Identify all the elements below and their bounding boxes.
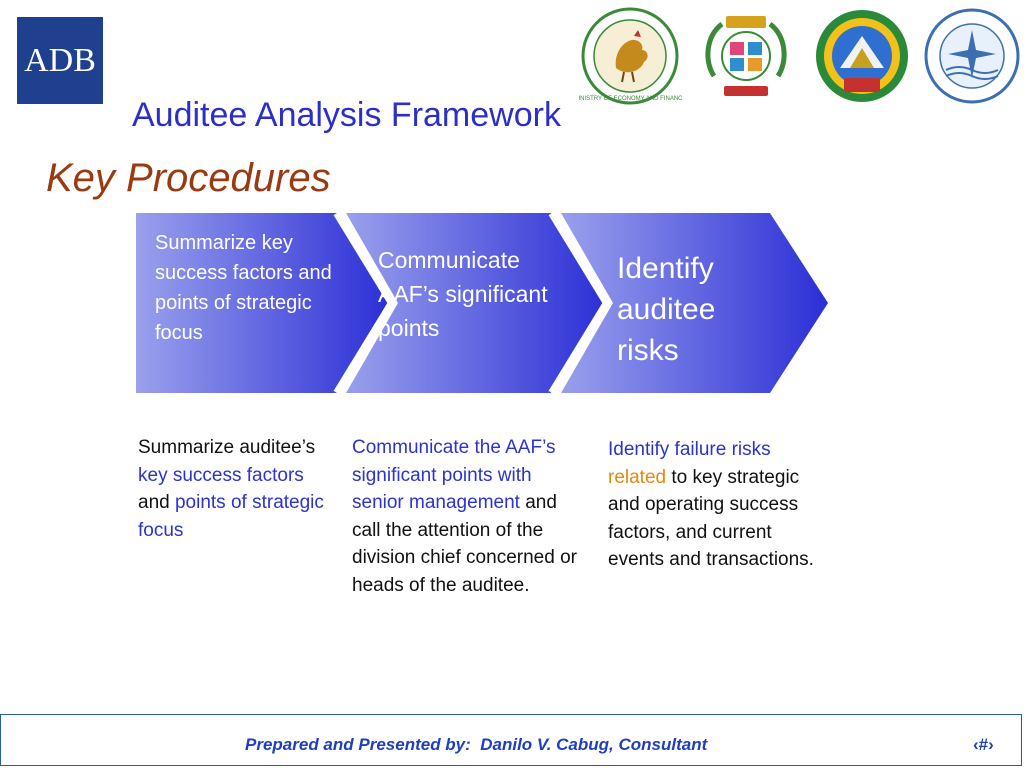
- step-1-shape: [136, 213, 391, 393]
- step-2-shape: [346, 213, 606, 393]
- step-divider-2: [548, 210, 612, 396]
- page-number: ‹#›: [973, 735, 994, 754]
- desc-1-text-b: and: [138, 492, 175, 513]
- step-1-label: Summarize key success factors and points…: [155, 232, 332, 344]
- national-emblem-seal: [816, 10, 908, 102]
- desc-1-text-a: Summarize auditee’s: [138, 437, 316, 458]
- desc-3-highlight-orange: related: [608, 466, 667, 488]
- step-1-description: Summarize auditee’s key success factors …: [138, 434, 328, 544]
- desc-2-text: and call the attention of the division c…: [352, 492, 577, 596]
- ministry-seal-4: [924, 8, 1020, 104]
- step-3-shape: [561, 213, 828, 393]
- ministry-seal-2: [705, 16, 787, 96]
- ministry-of-economy-and-finance-seal: MINISTRY OF ECONOMY AND FINANCE: [578, 7, 682, 105]
- svg-text:MINISTRY OF ECONOMY AND FINANC: MINISTRY OF ECONOMY AND FINANCE: [578, 96, 682, 102]
- footer-bar: Prepared and Presented by: Danilo V. Cab…: [0, 714, 1022, 766]
- slide-title: Auditee Analysis Framework: [132, 96, 561, 134]
- step-3-label: Identify auditee risks: [617, 252, 716, 367]
- desc-2-highlight: Communicate the AAF’s significant points…: [352, 437, 556, 513]
- adb-logo: ADB: [17, 17, 103, 104]
- slide-subtitle: Key Procedures: [46, 156, 331, 200]
- adb-logo-text: ADB: [24, 41, 96, 79]
- step-divider-1: [333, 210, 397, 396]
- step-2-description: Communicate the AAF’s significant points…: [352, 434, 587, 599]
- desc-3-highlight-blue: Identify failure risks: [608, 439, 771, 460]
- desc-1-highlight-a: key success factors: [138, 464, 304, 486]
- process-chevron-diagram: [136, 210, 828, 396]
- step-2-label: Communicate AAF’s significant points: [378, 247, 548, 341]
- desc-3-text: to key strategic and operating success f…: [608, 466, 814, 571]
- desc-1-highlight-b: points of strategic focus: [138, 492, 324, 541]
- step-3-description: Identify failure risks related to key str…: [608, 436, 818, 574]
- footer-credit: Prepared and Presented by: Danilo V. Cab…: [245, 735, 708, 754]
